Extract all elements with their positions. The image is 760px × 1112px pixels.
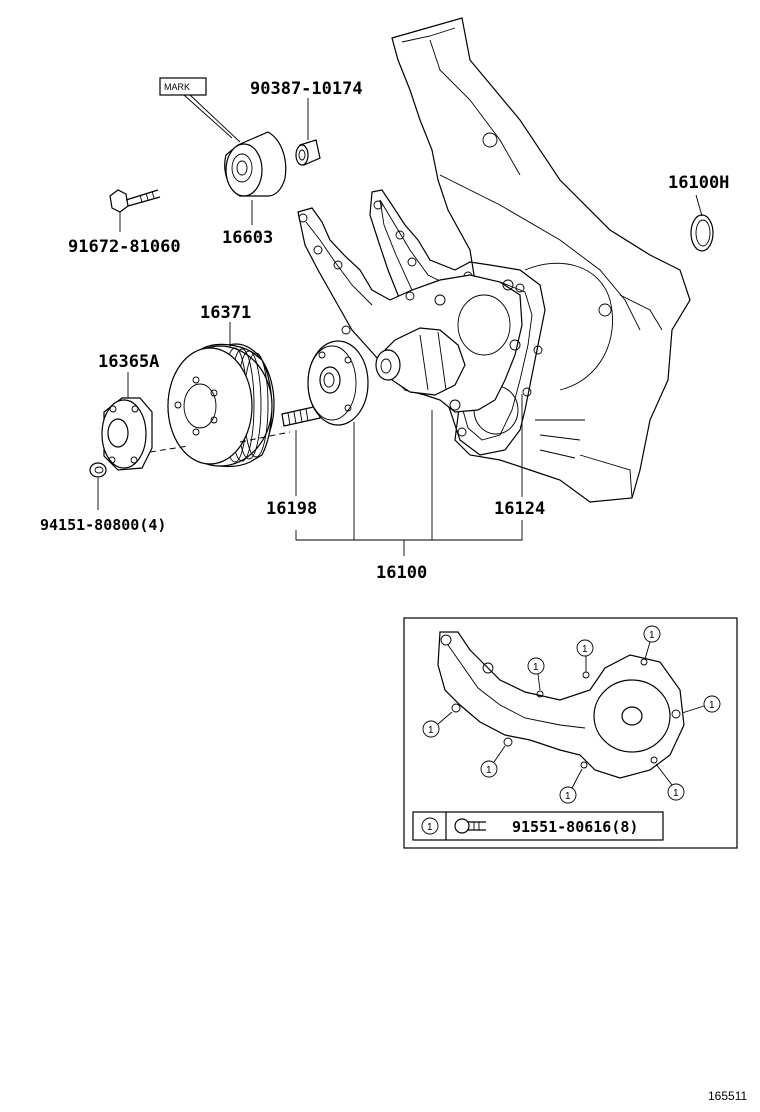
hub-16365a bbox=[101, 397, 153, 471]
part-label-91672-81060: 91672-81060 bbox=[68, 237, 181, 257]
part-label-16100: 16100 bbox=[376, 563, 427, 583]
inset-bolt-location-view bbox=[403, 617, 738, 849]
part-label-16371: 16371 bbox=[200, 303, 251, 323]
part-label-16100h: 16100H bbox=[668, 173, 729, 193]
o-ring-16100h bbox=[690, 194, 714, 252]
part-16100-bracket bbox=[295, 520, 523, 556]
part-label-16365a: 16365A bbox=[98, 352, 159, 372]
part-label-90387-10174: 90387-10174 bbox=[250, 79, 363, 99]
svg-text:1: 1 bbox=[486, 765, 492, 776]
svg-text:1: 1 bbox=[582, 644, 588, 655]
stud-16198 bbox=[281, 405, 321, 427]
water-pump-body bbox=[297, 207, 523, 413]
svg-text:1: 1 bbox=[533, 662, 539, 673]
part-label-94151-80800: 94151-80800(4) bbox=[40, 516, 166, 534]
illustration-id: 165511 bbox=[708, 1089, 747, 1103]
svg-text:1: 1 bbox=[649, 630, 655, 641]
inset-legend-row: 1 91551-80616(8) bbox=[412, 811, 664, 841]
inset-bolt-part-label: 91551-80616(8) bbox=[512, 818, 638, 836]
svg-text:1: 1 bbox=[673, 788, 679, 799]
svg-text:1: 1 bbox=[709, 700, 715, 711]
legend-ref-symbol: 1 bbox=[427, 822, 433, 833]
part-label-16124: 16124 bbox=[494, 499, 545, 519]
mark-callout: MARK bbox=[159, 77, 241, 143]
timing-cover-outline bbox=[391, 17, 691, 503]
bushing-90387-10174 bbox=[295, 98, 321, 166]
inset-reference-markers: 1 1 1 1 1 1 1 1 bbox=[422, 625, 721, 804]
bolt-91672-81060 bbox=[109, 189, 161, 232]
svg-text:1: 1 bbox=[565, 791, 571, 802]
pump-hub-disc bbox=[307, 340, 369, 426]
nut-94151-80800 bbox=[89, 462, 107, 478]
legend-bolt-icon bbox=[454, 818, 486, 834]
part-label-16603: 16603 bbox=[222, 228, 273, 248]
idler-pulley-16603 bbox=[224, 131, 287, 225]
svg-text:1: 1 bbox=[428, 725, 434, 736]
pulley-16371 bbox=[167, 343, 275, 468]
part-label-16198: 16198 bbox=[266, 499, 317, 519]
svg-text:MARK: MARK bbox=[164, 82, 190, 92]
